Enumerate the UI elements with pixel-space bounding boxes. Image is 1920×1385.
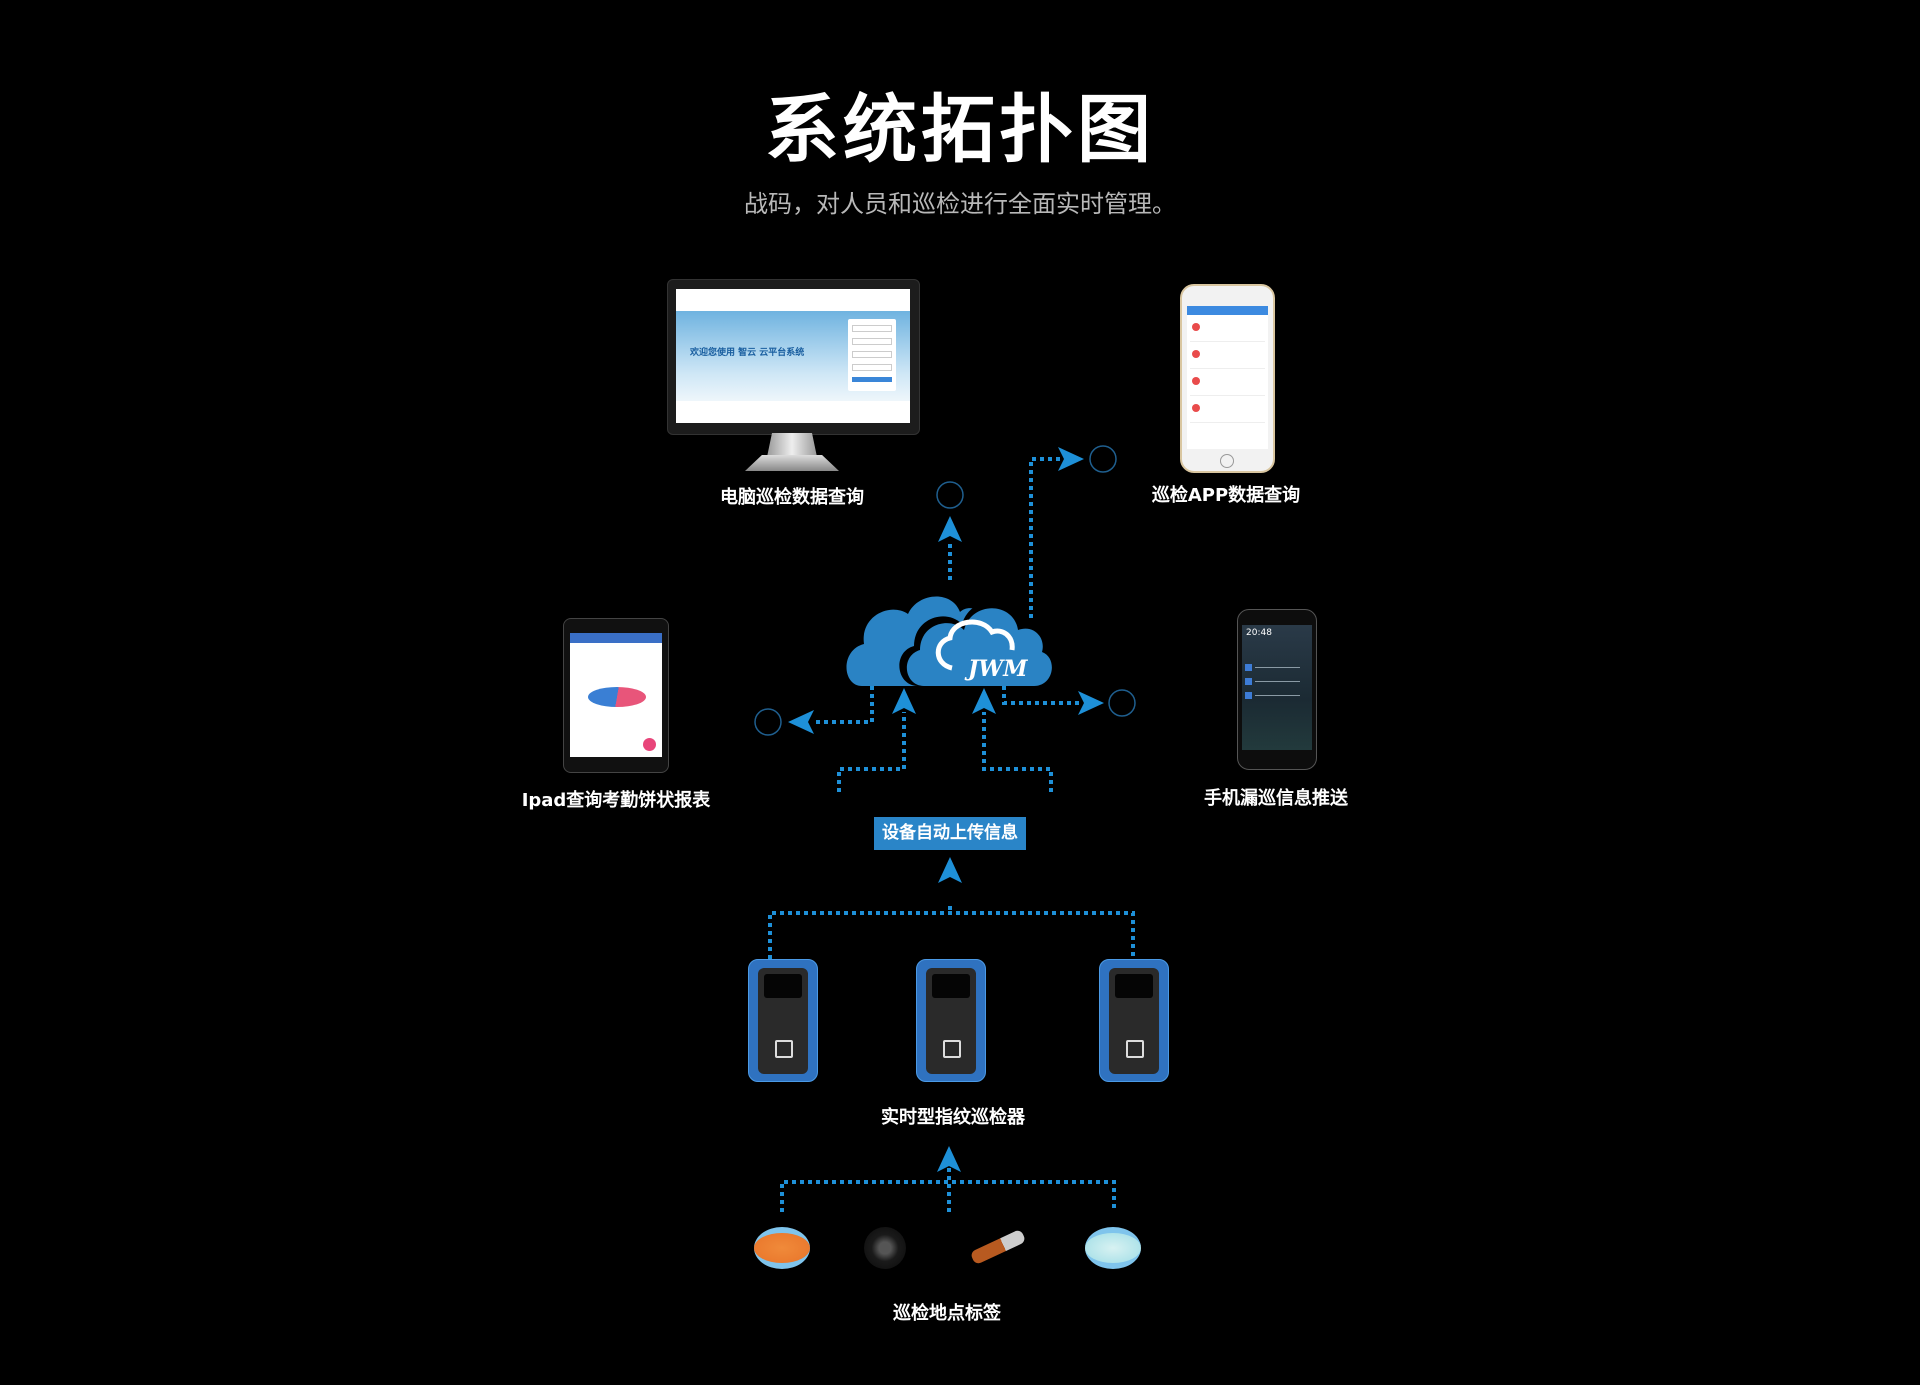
page-title: 系统拓扑图 — [765, 87, 1155, 173]
pc-monitor: 欢迎您使用 智云 云平台系统 — [667, 279, 920, 435]
arrow-right-app — [1058, 447, 1084, 471]
page-subtitle: 战码，对人员和巡检进行全面实时管理。 — [744, 190, 1176, 218]
fingerprint-patrol-device — [916, 959, 986, 1082]
monitor-screen-text: 欢迎您使用 智云 云平台系统 — [690, 348, 805, 358]
cloud-download-icon — [1108, 689, 1136, 717]
black-button-tag-icon — [864, 1227, 906, 1269]
ipad-label: Ipad查询考勤饼状报表 — [521, 790, 711, 811]
line-upload-right — [982, 712, 1053, 792]
fingerprint-patrol-device — [1099, 959, 1169, 1082]
tags-label: 巡检地点标签 — [893, 1303, 1001, 1324]
line-cloud-to-ipad — [812, 686, 874, 724]
light-blue-tag-icon — [1085, 1227, 1141, 1269]
phone-clock: 20:48 — [1246, 628, 1272, 638]
fingerprint-sensor-icon — [943, 1040, 961, 1058]
monitor-base — [745, 455, 839, 471]
monitor-stand — [767, 433, 817, 457]
arrow-up-cloud-right — [972, 688, 996, 714]
line-tags — [780, 1168, 1116, 1212]
fingerprint-sensor-icon — [775, 1040, 793, 1058]
arrow-up-pc — [938, 516, 962, 542]
app-label: 巡检APP数据查询 — [1151, 485, 1301, 506]
cloud-download-icon — [936, 481, 964, 509]
pie-chart-icon — [588, 687, 646, 707]
arrow-right-mobile — [1078, 691, 1104, 715]
arrow-up-devices — [937, 1146, 961, 1172]
orange-tag-icon — [754, 1227, 810, 1269]
mobile-phone: 20:48 — [1237, 609, 1317, 770]
cloud-icon: JWM — [846, 596, 1058, 686]
mobile-label: 手机漏巡信息推送 — [1204, 788, 1348, 809]
cloud-download-icon — [1089, 445, 1117, 473]
ipad — [563, 618, 669, 773]
home-button-icon — [1220, 454, 1234, 468]
devices-label: 实时型指纹巡检器 — [881, 1107, 1025, 1128]
login-panel — [848, 319, 896, 391]
fingerprint-sensor-icon — [1126, 1040, 1144, 1058]
cloud-download-icon — [754, 708, 782, 736]
cloud-logo: JWM — [964, 656, 1028, 682]
app-phone — [1180, 284, 1275, 473]
upload-info-box: 设备自动上传信息 — [874, 817, 1026, 850]
cloud-download-icons — [754, 445, 1136, 736]
line-cloud-to-app — [1029, 457, 1062, 618]
arrow-up-upload — [938, 857, 962, 883]
pc-label: 电脑巡检数据查询 — [720, 487, 864, 508]
line-devices — [768, 906, 1135, 959]
line-upload-left — [837, 712, 906, 792]
arrow-left-ipad — [788, 710, 814, 734]
line-cloud-to-mobile — [1002, 686, 1080, 705]
arrow-up-cloud-left — [892, 688, 916, 714]
fingerprint-patrol-device — [748, 959, 818, 1082]
